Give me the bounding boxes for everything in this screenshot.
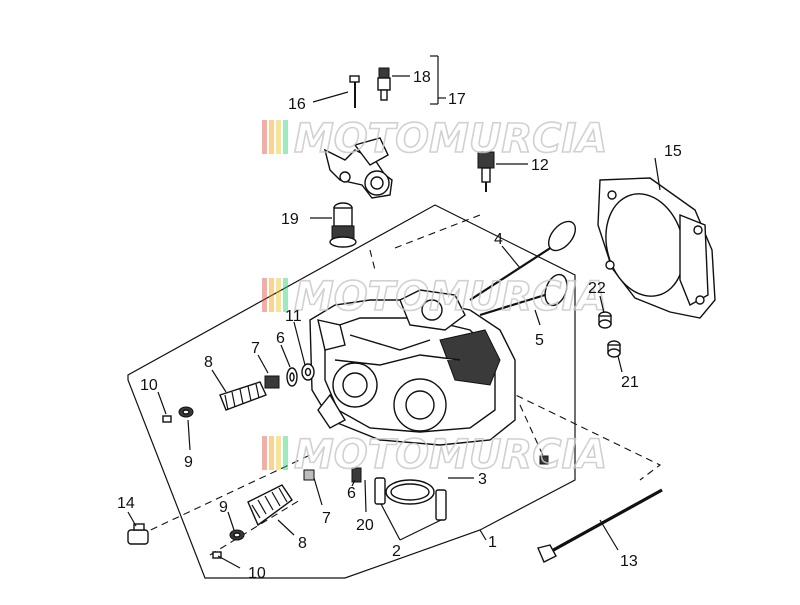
dash-line-thermo bbox=[369, 249, 376, 271]
callout-5: 5 bbox=[535, 332, 544, 349]
washer-11 bbox=[301, 363, 315, 381]
assembly-outline bbox=[127, 204, 576, 579]
lower-valve-spring-set bbox=[212, 467, 362, 559]
callout-12: 12 bbox=[531, 157, 549, 174]
callout-19: 19 bbox=[281, 211, 299, 228]
dash-line-plug bbox=[139, 454, 311, 536]
watermark-top: MOTOMURCIA bbox=[262, 115, 608, 163]
dash-line-valve-lower bbox=[209, 499, 301, 556]
watermark-text-middle: MOTOMURCIA bbox=[294, 274, 607, 320]
dash-line-pin bbox=[519, 404, 546, 461]
callout-8-lower: 8 bbox=[298, 535, 307, 552]
dash-line-bolt bbox=[494, 384, 662, 481]
callout-14: 14 bbox=[117, 495, 135, 512]
callout-3: 3 bbox=[478, 471, 487, 488]
temp-sender-18 bbox=[377, 67, 391, 101]
plug-14 bbox=[127, 523, 149, 545]
callout-8-upper: 8 bbox=[204, 354, 213, 371]
cylinder-head bbox=[309, 289, 516, 446]
callout-4: 4 bbox=[494, 231, 503, 248]
callout-17: 17 bbox=[448, 91, 466, 108]
sensor-12 bbox=[477, 151, 495, 192]
callout-7-upper: 7 bbox=[251, 340, 260, 357]
bolt-16 bbox=[349, 75, 360, 108]
intake-valve bbox=[469, 220, 577, 301]
callout-1: 1 bbox=[488, 534, 497, 551]
callout-13: 13 bbox=[620, 553, 638, 570]
upper-valve-spring-set bbox=[162, 367, 298, 423]
callout-9-upper: 9 bbox=[184, 454, 193, 471]
watermark-middle: MOTOMURCIA bbox=[262, 273, 608, 321]
callout-6-upper: 6 bbox=[276, 330, 285, 347]
watermark-text-bottom: MOTOMURCIA bbox=[294, 432, 607, 478]
callout-10-lower: 10 bbox=[248, 565, 266, 582]
callout-9-lower: 9 bbox=[219, 499, 228, 516]
head-bolt-13 bbox=[537, 488, 663, 563]
callout-16: 16 bbox=[288, 96, 306, 113]
watermark-bottom: MOTOMURCIA bbox=[262, 431, 608, 479]
callout-11: 11 bbox=[285, 308, 302, 325]
dash-line-valve bbox=[394, 214, 481, 249]
callout-7-lower: 7 bbox=[322, 510, 331, 527]
leader-lines bbox=[127, 55, 661, 569]
callout-10-upper: 10 bbox=[140, 377, 158, 394]
callout-22: 22 bbox=[588, 280, 606, 297]
callout-2: 2 bbox=[392, 543, 401, 560]
callout-18: 18 bbox=[413, 69, 431, 86]
callout-15: 15 bbox=[664, 143, 682, 160]
head-gasket bbox=[597, 177, 716, 319]
dowel-21 bbox=[607, 340, 621, 358]
dowel-22 bbox=[598, 311, 612, 329]
callout-20: 20 bbox=[356, 517, 374, 534]
o-ring-3 bbox=[385, 479, 435, 505]
exhaust-valve bbox=[479, 273, 568, 317]
thermostat-housing bbox=[323, 137, 393, 199]
watermark-text-top: MOTOMURCIA bbox=[294, 116, 607, 162]
thermostat-19 bbox=[329, 202, 357, 248]
callout-6-lower: 6 bbox=[347, 485, 356, 502]
callout-21: 21 bbox=[621, 374, 639, 391]
callout-labels: 1 2 3 4 5 6 6 7 7 8 8 9 9 10 10 11 12 13… bbox=[117, 69, 682, 582]
small-pin bbox=[539, 455, 549, 465]
